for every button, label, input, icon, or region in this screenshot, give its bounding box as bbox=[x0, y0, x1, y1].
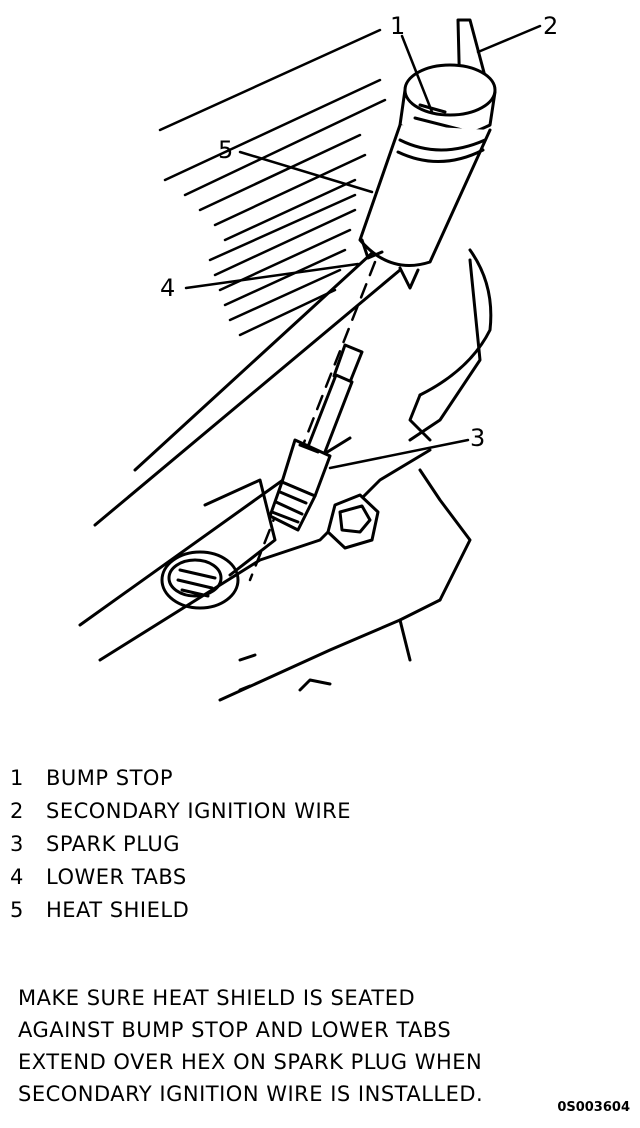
note-line: MAKE SURE HEAT SHIELD IS SEATED bbox=[18, 986, 416, 1010]
callout-leader-lines bbox=[184, 24, 542, 470]
legend-number: 3 bbox=[10, 832, 24, 856]
legend-number: 2 bbox=[10, 799, 24, 823]
legend-label: BUMP STOP bbox=[46, 766, 174, 790]
install-axis-dashed-line bbox=[248, 260, 377, 582]
legend-label: HEAT SHIELD bbox=[46, 898, 190, 922]
note-line: EXTEND OVER HEX ON SPARK PLUG WHEN bbox=[18, 1050, 483, 1074]
legend-number: 4 bbox=[10, 865, 24, 889]
note-line: SECONDARY IGNITION WIRE IS INSTALLED. bbox=[18, 1082, 484, 1106]
installation-note: MAKE SURE HEAT SHIELD IS SEATED AGAINST … bbox=[18, 982, 483, 1110]
callout-number-4: 4 bbox=[160, 274, 175, 302]
hex-nut bbox=[326, 493, 380, 550]
figure-id: 0S003604 bbox=[557, 1100, 630, 1115]
callout-legend: 1 BUMP STOP 2 SECONDARY IGNITION WIRE 3 SPA… bbox=[10, 762, 351, 927]
callout-number-3: 3 bbox=[470, 424, 485, 452]
spark-plug-heat-shield-diagram: 1 2 3 4 5 bbox=[78, 12, 558, 702]
spark-plug-drawing bbox=[268, 343, 364, 532]
legend-item: 1 BUMP STOP bbox=[10, 762, 351, 795]
valve-cover-fins bbox=[158, 28, 387, 337]
legend-item: 5 HEAT SHIELD bbox=[10, 894, 351, 927]
legend-number: 1 bbox=[10, 766, 24, 790]
spark-plug-well bbox=[160, 478, 277, 610]
callout-number-5: 5 bbox=[218, 136, 233, 164]
note-line: AGAINST BUMP STOP AND LOWER TABS bbox=[18, 1018, 452, 1042]
callout-number-1: 1 bbox=[390, 12, 405, 40]
callout-number-2: 2 bbox=[543, 12, 558, 40]
legend-item: 2 SECONDARY IGNITION WIRE bbox=[10, 795, 351, 828]
legend-label: LOWER TABS bbox=[46, 865, 187, 889]
legend-label: SECONDARY IGNITION WIRE bbox=[46, 799, 352, 823]
legend-item: 4 LOWER TABS bbox=[10, 861, 351, 894]
legend-item: 3 SPARK PLUG bbox=[10, 828, 351, 861]
legend-number: 5 bbox=[10, 898, 24, 922]
heat-shield-assembly bbox=[358, 18, 497, 290]
legend-label: SPARK PLUG bbox=[46, 832, 181, 856]
